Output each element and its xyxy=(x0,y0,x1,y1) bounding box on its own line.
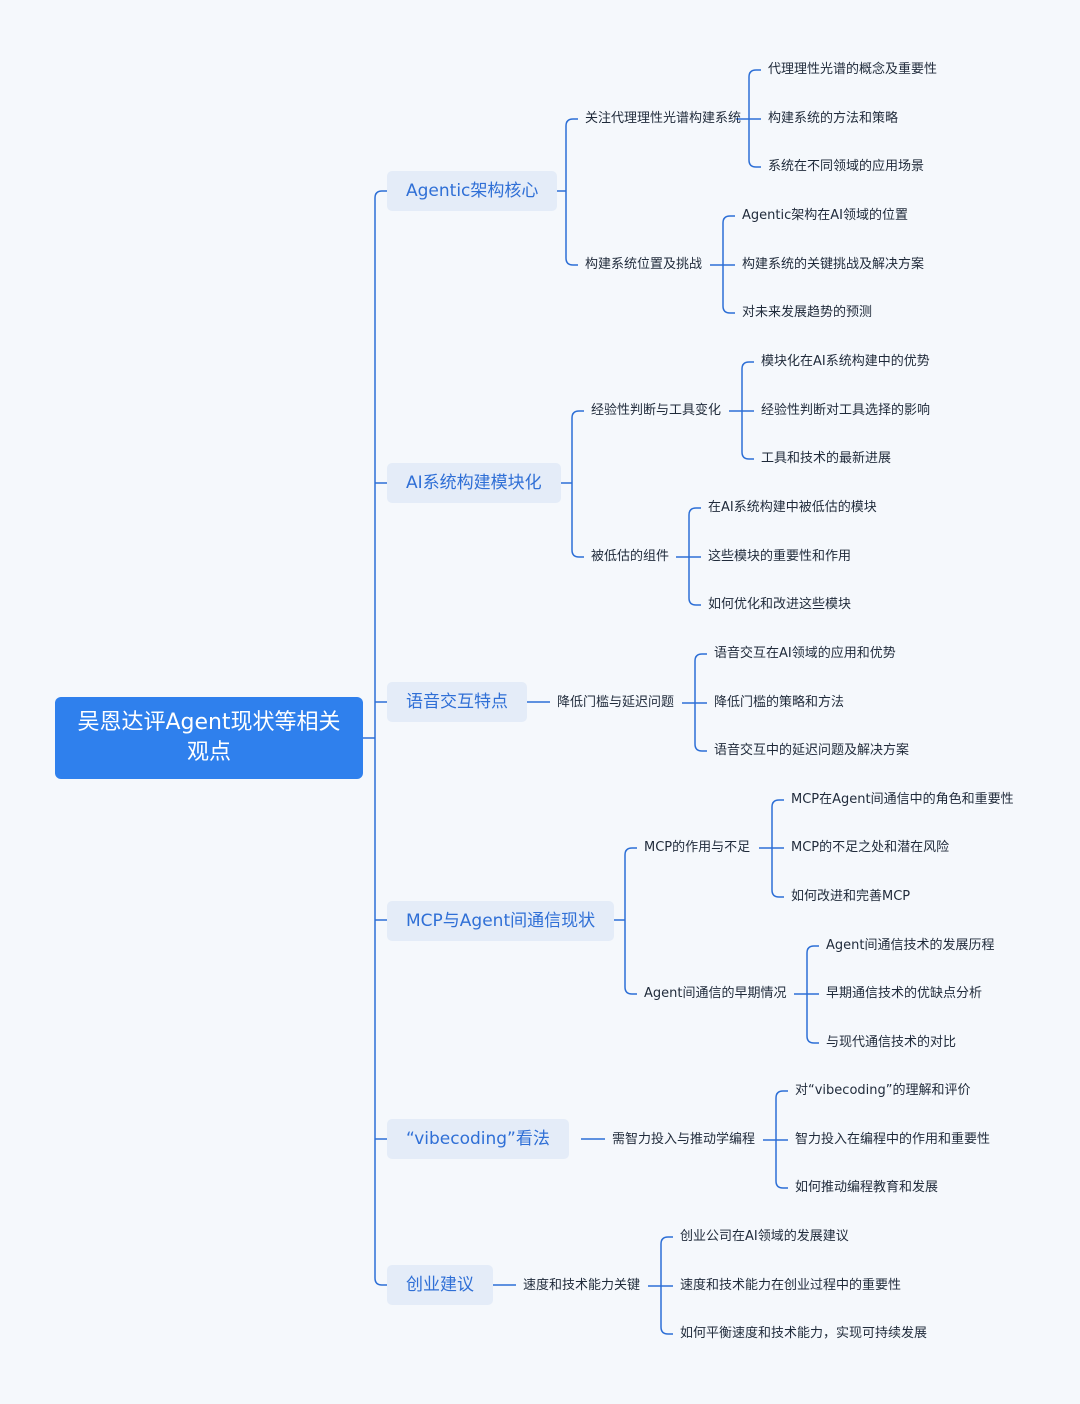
sub-connector-link xyxy=(771,799,784,808)
sub-connector-link xyxy=(806,945,819,954)
root-node: 吴恩达评Agent现状等相关观点 xyxy=(55,697,363,779)
leaf-node: 智力投入在编程中的作用和重要性 xyxy=(795,1132,991,1147)
root-label: 吴恩达评Agent现状等相关观点 xyxy=(77,710,341,765)
sub-node: 需智力投入与推动学编程 xyxy=(612,1132,756,1147)
sub-connector-link xyxy=(748,159,761,168)
sub-node: Agent间通信的早期情况 xyxy=(644,986,787,1001)
leaf-node: MCP在Agent间通信中的角色和重要性 xyxy=(791,792,1014,807)
branch-node: 语音交互特点 xyxy=(387,682,527,722)
leaf-node: 代理理性光谱的概念及重要性 xyxy=(768,62,938,77)
sub-connector-link xyxy=(771,889,784,898)
leaf-node: 语音交互中的延迟问题及解决方案 xyxy=(714,743,910,758)
leaf-node: 早期通信技术的优缺点分析 xyxy=(826,986,983,1001)
sub-node: 被低估的组件 xyxy=(591,549,670,564)
branch-connector-link xyxy=(571,410,584,419)
sub-connector-link xyxy=(694,743,707,752)
branch-label: Agentic架构核心 xyxy=(406,181,539,201)
branch-label: 语音交互特点 xyxy=(406,692,508,712)
branch-label: AI系统构建模块化 xyxy=(406,473,542,493)
branch-node: MCP与Agent间通信现状 xyxy=(387,901,615,941)
branch-connector-link xyxy=(624,847,637,856)
sub-connector-link xyxy=(748,69,761,78)
branch-connector-link xyxy=(565,257,578,266)
branch-label: “vibecoding”看法 xyxy=(406,1129,550,1149)
leaf-node: 如何平衡速度和技术能力，实现可持续发展 xyxy=(680,1326,928,1341)
leaf-node: 对未来发展趋势的预测 xyxy=(742,305,873,320)
sub-node: 经验性判断与工具变化 xyxy=(591,403,722,418)
sub-connector-link xyxy=(660,1236,673,1245)
leaf-node: 如何改进和完善MCP xyxy=(791,889,911,904)
leaf-node: 工具和技术的最新进展 xyxy=(761,451,892,466)
sub-connector-link xyxy=(806,1035,819,1044)
leaf-node: 速度和技术能力在创业过程中的重要性 xyxy=(680,1278,902,1293)
sub-connector-link xyxy=(775,1090,788,1099)
leaf-node: 如何优化和改进这些模块 xyxy=(708,597,852,612)
branch-label: MCP与Agent间通信现状 xyxy=(406,911,596,931)
sub-connector-link xyxy=(741,361,754,370)
sub-connector-link xyxy=(741,451,754,460)
sub-node: MCP的作用与不足 xyxy=(644,840,751,855)
branch-node: “vibecoding”看法 xyxy=(387,1119,569,1159)
sub-connector-link xyxy=(722,215,735,224)
branch-connector-link xyxy=(565,118,578,127)
leaf-node: 对“vibecoding”的理解和评价 xyxy=(795,1083,971,1098)
leaf-node: 创业公司在AI领域的发展建议 xyxy=(680,1229,849,1244)
leaf-node: 经验性判断对工具选择的影响 xyxy=(761,403,931,418)
branch-connector-link xyxy=(571,549,584,558)
sub-connector-link xyxy=(660,1326,673,1335)
leaf-node: MCP的不足之处和潜在风险 xyxy=(791,840,950,855)
branch-node: 创业建议 xyxy=(387,1265,493,1305)
leaf-node: 在AI系统构建中被低估的模块 xyxy=(708,500,877,515)
sub-connector-link xyxy=(688,597,701,606)
sub-node: 速度和技术能力关键 xyxy=(523,1278,641,1293)
branch-node: AI系统构建模块化 xyxy=(387,463,561,503)
root-connector-link xyxy=(374,190,387,199)
leaf-node: 降低门槛的策略和方法 xyxy=(714,695,845,710)
leaf-node: 与现代通信技术的对比 xyxy=(826,1035,957,1050)
sub-node: 关注代理理性光谱构建系统 xyxy=(585,111,742,126)
sub-connector-link xyxy=(688,507,701,516)
sub-node: 降低门槛与延迟问题 xyxy=(557,695,675,710)
sub-node: 构建系统位置及挑战 xyxy=(585,257,703,272)
leaf-node: 这些模块的重要性和作用 xyxy=(708,549,852,564)
leaf-node: 构建系统的方法和策略 xyxy=(768,111,899,126)
leaf-node: 模块化在AI系统构建中的优势 xyxy=(761,354,930,369)
leaf-node: 构建系统的关键挑战及解决方案 xyxy=(742,257,925,272)
sub-connector-link xyxy=(722,305,735,314)
root-connector-link xyxy=(374,1277,387,1286)
leaf-node: Agent间通信技术的发展历程 xyxy=(826,938,995,953)
branch-connector-link xyxy=(624,986,637,995)
leaf-node: Agentic架构在AI领域的位置 xyxy=(742,208,908,223)
leaf-node: 语音交互在AI领域的应用和优势 xyxy=(714,646,896,661)
sub-connector-link xyxy=(694,653,707,662)
leaf-node: 系统在不同领域的应用场景 xyxy=(768,159,925,174)
branch-label: 创业建议 xyxy=(406,1275,474,1295)
branch-node: Agentic架构核心 xyxy=(387,171,558,211)
sub-connector-link xyxy=(775,1180,788,1189)
leaf-node: 如何推动编程教育和发展 xyxy=(795,1180,939,1195)
